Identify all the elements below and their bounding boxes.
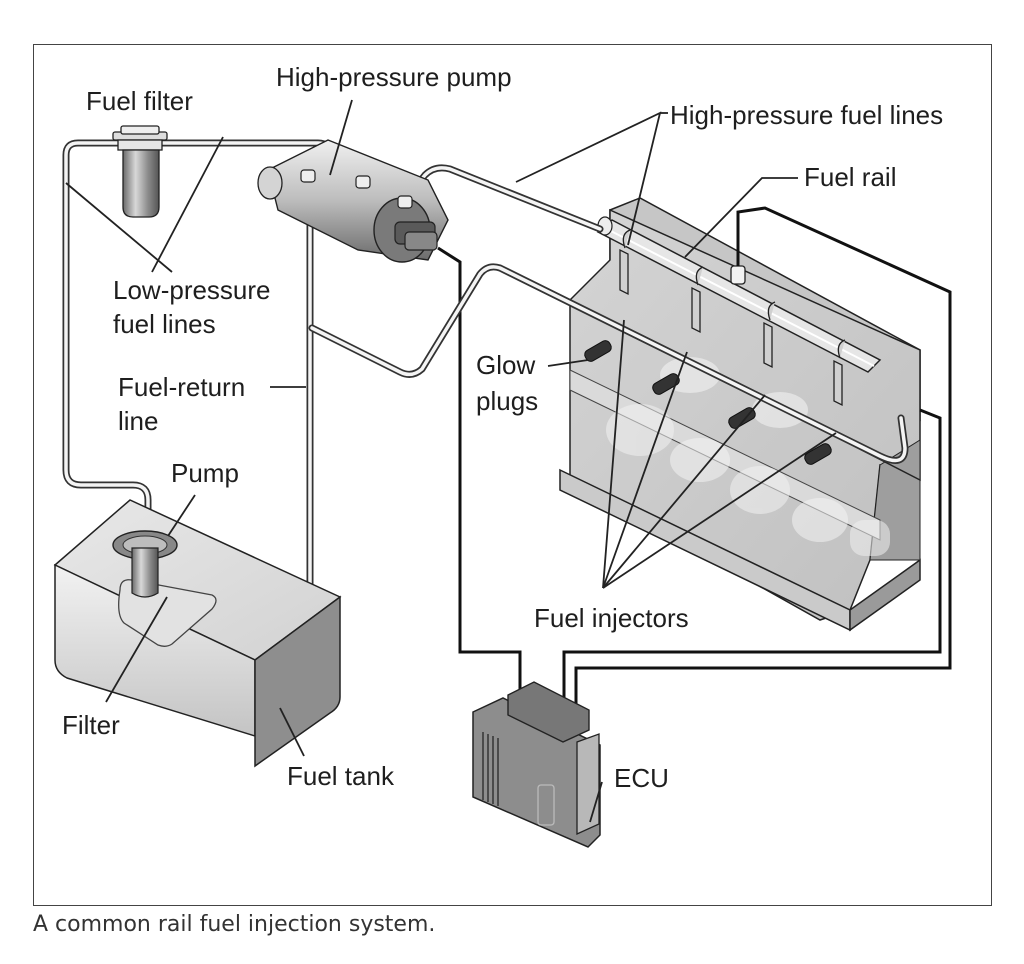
label-fuel-return-1: Fuel-return [118,372,245,402]
high-pressure-pump [257,139,449,263]
high-pressure-fuel-line [401,164,604,233]
label-pump: Pump [171,458,239,488]
label-low-pressure-2: fuel lines [113,309,216,339]
fuel-injectors [619,229,846,407]
label-fuel-tank: Fuel tank [287,761,395,791]
figure-caption: A common rail fuel injection system. [33,912,436,937]
label-glow-2: plugs [476,386,538,416]
diagram-labels: Fuel filter High-pressure pump High-pres… [62,62,943,793]
label-ecu: ECU [614,763,669,793]
label-fuel-injectors: Fuel injectors [534,603,689,633]
ecu-vents [482,732,499,806]
label-filter: Filter [62,710,120,740]
label-fuel-filter: Fuel filter [86,86,193,116]
label-fuel-return-2: line [118,406,158,436]
ecu [472,681,601,848]
leader-lines [65,99,837,823]
injector-leaders [602,319,837,589]
fuel-tank [53,499,342,768]
label-high-pressure-pump: High-pressure pump [276,62,512,92]
electrical-wiring [437,206,952,706]
label-low-pressure-1: Low-pressure [113,275,271,305]
glow-plugs [584,340,832,465]
fuel-filter [112,125,168,218]
label-glow-1: Glow [476,350,535,380]
label-high-pressure-fuel-lines: High-pressure fuel lines [670,100,943,130]
pressure-sensor [730,265,746,285]
label-fuel-rail: Fuel rail [804,162,896,192]
crankshaft-ghost [606,357,890,556]
